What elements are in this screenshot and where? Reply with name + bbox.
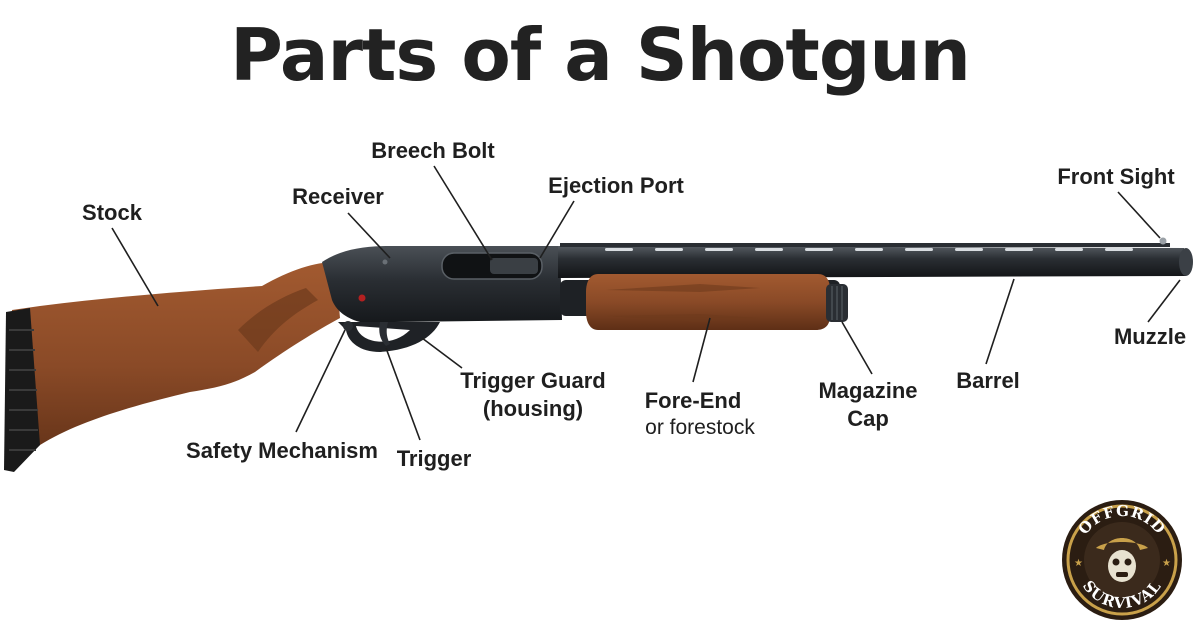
leader-fore-end bbox=[692, 317, 711, 383]
safety-shape bbox=[343, 321, 353, 331]
leader-trigger-guard bbox=[421, 337, 463, 369]
fore-end-checkering bbox=[606, 284, 760, 292]
leader-trigger bbox=[385, 347, 421, 441]
magazine-cap-knurling bbox=[831, 286, 843, 320]
skull-icon bbox=[1108, 550, 1136, 582]
leader-muzzle bbox=[1147, 279, 1181, 323]
label-ejection-port: Ejection Port bbox=[548, 173, 684, 198]
fore-end-shape bbox=[586, 274, 830, 330]
vent-rib bbox=[560, 243, 1170, 247]
label-stock: Stock bbox=[82, 200, 143, 225]
receiver-pin bbox=[382, 259, 388, 265]
label-trigger: Trigger bbox=[397, 446, 472, 471]
leader-ejection-port bbox=[539, 200, 575, 259]
vent-rib-holes bbox=[605, 248, 1133, 251]
muzzle-shape bbox=[1179, 248, 1193, 276]
leader-safety bbox=[295, 329, 346, 433]
label-magazine-cap-line2: Cap bbox=[847, 406, 889, 431]
leader-barrel bbox=[985, 278, 1015, 365]
label-breech-bolt: Breech Bolt bbox=[371, 138, 495, 163]
label-barrel: Barrel bbox=[956, 368, 1020, 393]
label-front-sight: Front Sight bbox=[1057, 164, 1175, 189]
offgrid-survival-logo: ★ ★ OFFGRID SURVIVAL bbox=[1062, 500, 1182, 620]
fore-end-checkering bbox=[606, 314, 760, 322]
part-labels: Stock Receiver Breech Bolt Ejection Port… bbox=[82, 138, 1186, 471]
label-fore-end: Fore-End bbox=[645, 388, 742, 413]
barrel-shape bbox=[558, 246, 1186, 278]
leader-magazine-cap bbox=[841, 321, 873, 375]
grip-checkering bbox=[238, 288, 318, 352]
leader-stock bbox=[111, 227, 159, 307]
shotgun-illustration bbox=[4, 237, 1193, 472]
star-icon: ★ bbox=[1162, 558, 1171, 569]
label-muzzle: Muzzle bbox=[1114, 324, 1186, 349]
star-icon: ★ bbox=[1074, 558, 1083, 569]
label-magazine-cap-line1: Magazine bbox=[818, 378, 917, 403]
hat-icon bbox=[1096, 538, 1148, 550]
label-safety: Safety Mechanism bbox=[186, 438, 378, 463]
leader-front-sight bbox=[1117, 191, 1161, 239]
label-trigger-guard-line2: (housing) bbox=[483, 396, 583, 421]
breech-bolt-shape bbox=[490, 258, 538, 274]
label-receiver: Receiver bbox=[292, 184, 384, 209]
front-sight-shape bbox=[1159, 237, 1167, 245]
trigger-shape bbox=[379, 322, 390, 346]
label-trigger-guard-line1: Trigger Guard bbox=[460, 368, 605, 393]
label-fore-end-sub: or forestock bbox=[645, 416, 755, 439]
receiver-pin bbox=[358, 294, 366, 302]
leader-breech-bolt bbox=[433, 165, 493, 261]
leader-lines bbox=[111, 165, 1181, 441]
leader-receiver bbox=[347, 212, 391, 259]
recoil-pad-ribs bbox=[9, 329, 38, 451]
page-title: Parts of a Shotgun bbox=[230, 13, 971, 97]
